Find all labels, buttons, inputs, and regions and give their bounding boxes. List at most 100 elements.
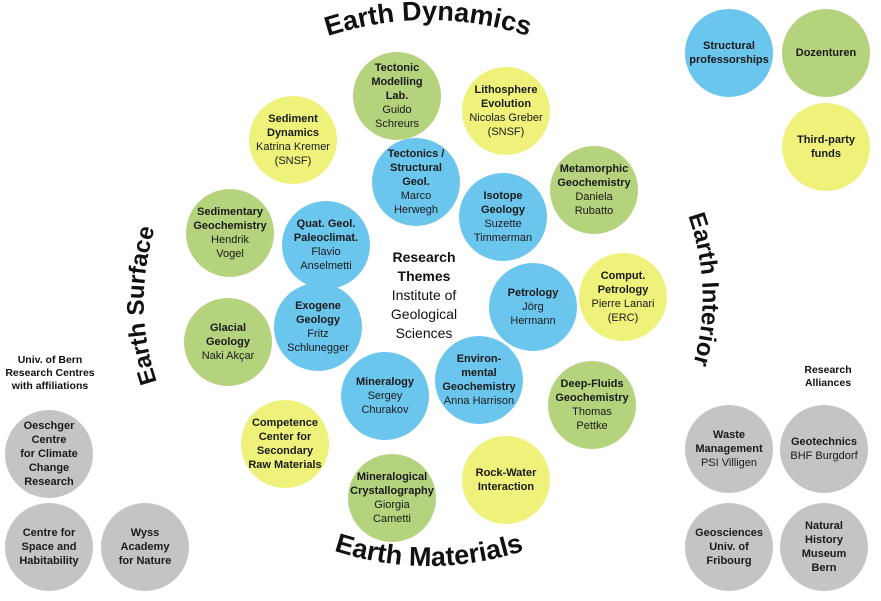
circle-title-line: Environ- (456, 353, 502, 365)
circle-structural-professorships[interactable]: Structural professorships (685, 9, 773, 97)
circle-person-line: (SNSF) (487, 126, 525, 138)
circle-title-line: Quat. Geol. (296, 218, 356, 230)
circle-title-line: professorships (689, 54, 769, 66)
circle-person-line: Hendrik (211, 234, 249, 246)
arc-title-earth-dynamics: Earth Dynamics (321, 0, 535, 42)
circle-title-line: Centre (31, 434, 67, 446)
circle-person-line: Pierre Lanari (591, 298, 655, 310)
arc-title-earth-materials: Earth Materials (332, 528, 526, 573)
circle-title-line: Geology (295, 314, 340, 326)
left-group-label-line: with affiliations (11, 380, 89, 392)
circle-title-line: Third-party (796, 134, 856, 146)
circle-title-line: Centre for (22, 527, 76, 539)
circle-title-line: Natural (805, 520, 843, 532)
circle-title-line: Geochemistry (557, 177, 631, 189)
left-group-label: Univ. of Bern Research Centres with affi… (0, 354, 100, 393)
circle-title-line: Fribourg (706, 555, 752, 567)
circle-title-line: Deep-Fluids (560, 378, 624, 390)
circle-title-line: Center for (258, 431, 312, 443)
circle-person-line: (SNSF) (274, 155, 312, 167)
circle-title-line: Geochemistry (442, 381, 516, 393)
circle-title-line: Museum (801, 548, 847, 560)
circle-person-line: BHF Burgdorf (790, 450, 858, 462)
circle-person-line: Vogel (216, 248, 244, 260)
circle-title-line: for Climate (20, 448, 78, 460)
circle-title-line: Interaction (477, 481, 535, 493)
arc-title-earth-surface: Earth Surface (123, 223, 163, 388)
circle-title-line: Secondary (256, 445, 314, 457)
left-group-label-line: Univ. of Bern (17, 354, 83, 366)
circle-title-line: for Nature (118, 555, 172, 567)
circle-title-line: Raw Materials (248, 459, 322, 471)
circle-title-line: Paleoclimat. (293, 232, 359, 244)
circle-title-line: Univ. of (709, 541, 749, 553)
circle-title-line: Oeschger (23, 420, 75, 432)
circle-title-line: Sediment (268, 113, 318, 125)
circle-title-line: Mineralogical (356, 471, 428, 483)
circle-title-line: Geotechnics (790, 436, 858, 448)
circle-title-line: mental (461, 367, 497, 379)
circle-person-line: Pettke (576, 420, 608, 432)
circle-person-line: Schlunegger (287, 342, 349, 354)
center-title-line1: Research (392, 249, 456, 265)
circle-person-line: Naki Akçar (201, 350, 255, 362)
circle-person-line: Sergey (367, 390, 403, 402)
circle-person-line: Hermann (510, 315, 556, 327)
circle-person-line: Suzette (484, 218, 522, 230)
right-group-label: Research Alliances (780, 364, 876, 390)
circle-title-line: Management (695, 443, 763, 455)
circle-person-line: (ERC) (607, 312, 639, 324)
circle-person-line: Rubatto (574, 205, 614, 217)
circle-person-line: Herwegh (393, 204, 439, 216)
circle-person-line: Jörg (522, 301, 544, 313)
arc-title-earth-interior: Earth Interior (682, 209, 723, 369)
circle-person-line: PSI Villigen (700, 457, 758, 469)
circle-title-line: Research (24, 476, 74, 488)
circle-title-line: Tectonics / (387, 148, 445, 160)
circle-person-line: Giorgia (374, 499, 410, 511)
circle-title-line: Structural (703, 40, 755, 52)
circle-person-line: Marco (400, 190, 432, 202)
circle-title-line: Change (28, 462, 70, 474)
circle-dozenturen[interactable]: Dozenturen (782, 9, 870, 97)
circle-title-line: Space and (21, 541, 77, 553)
circle-person-line: Flavio (311, 246, 341, 258)
circle-person-line: Daniela (575, 191, 613, 203)
circle-title-line: Lithosphere (474, 84, 538, 96)
circle-title-line: Wyss (130, 527, 160, 539)
circle-person-line: Nicolas Greber (469, 112, 543, 124)
right-group-label-line: Alliances (804, 377, 852, 389)
circle-person-line: Thomas (572, 406, 612, 418)
circle-person-line: Fritz (307, 328, 329, 340)
circle-title-line: Dozenturen (795, 47, 857, 59)
circle-title-line: Sedimentary (196, 206, 264, 218)
circle-title-line: Crystallography (350, 485, 434, 497)
